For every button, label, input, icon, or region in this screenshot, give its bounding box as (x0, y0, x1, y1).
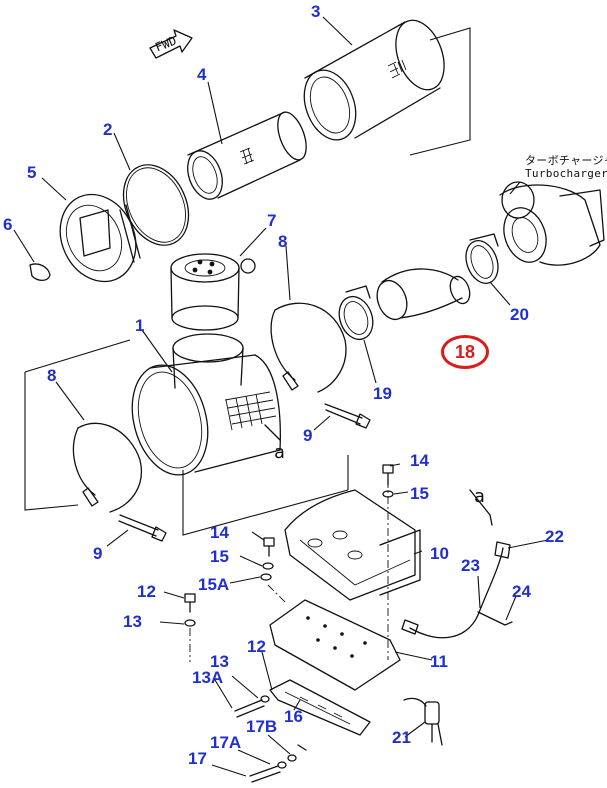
turbocharger-note: ターボチャージャ Turbocharger (525, 154, 607, 180)
highlighted-callout-18[interactable]: 18 (441, 335, 489, 369)
alignment-lines (24, 339, 389, 662)
callout-11: 11 (430, 652, 448, 671)
callout-17B: 17B (246, 717, 278, 736)
callout-14-lower: 14 (210, 523, 229, 542)
mounting-band-upper (270, 302, 347, 393)
precleaner (170, 253, 256, 331)
callout-5: 5 (27, 163, 37, 182)
sensor-21 (403, 697, 443, 746)
leader-lines (13, 16, 549, 777)
callout-23: 23 (461, 556, 480, 575)
dust-valve (29, 263, 51, 282)
callout-21: 21 (392, 728, 411, 747)
callout-13: 12 (137, 582, 156, 601)
turbocharger-note-en: Turbocharger (525, 166, 607, 180)
clamp-19 (338, 285, 374, 341)
callout-15-lower: 15 (210, 547, 229, 566)
mounting-plate-11 (269, 599, 401, 691)
callout-20: 20 (510, 305, 529, 324)
filter-cover (59, 193, 141, 283)
callout-2: 2 (103, 120, 113, 139)
callout-1: 1 (135, 316, 145, 335)
callout-6: 6 (3, 215, 13, 234)
callout-24: 24 (512, 582, 531, 601)
callout-4: 4 (197, 65, 207, 84)
outer-filter-element (303, 19, 471, 156)
callout-3: 3 (311, 2, 321, 21)
callout-9-upper: 9 (303, 426, 313, 445)
mounting-band-lower (72, 422, 142, 513)
reference-mark-a: a (274, 442, 285, 463)
bolt-lower (118, 514, 167, 542)
bolt-upper (324, 403, 371, 429)
callout-16: 16 (284, 707, 303, 726)
callout-22: 22 (545, 527, 564, 546)
callout-17A: 17A (210, 733, 242, 752)
hose-18 (376, 268, 471, 321)
callout-15-upper: 15 (410, 484, 429, 503)
wiring-harness (401, 489, 513, 639)
callout-15A: 15A (198, 575, 230, 594)
inner-filter-element (187, 111, 307, 200)
highlighted-callout-18-label: 18 (454, 342, 476, 362)
callout-12: 12 (247, 637, 266, 656)
clamp-20 (465, 233, 499, 284)
callout-13A-lower: 13 (210, 652, 229, 671)
turbocharger (499, 181, 605, 266)
callout-13A: 13 (123, 612, 142, 631)
callout-17: 17 (188, 749, 207, 768)
reference-mark-a-2: a (474, 486, 485, 507)
callout-8-lower: 8 (47, 366, 57, 385)
mounting-plate-16 (269, 679, 371, 736)
callout-8-upper: 8 (278, 232, 288, 251)
callout-19: 19 (373, 384, 392, 403)
air-cleaner-body (131, 333, 281, 476)
forward-arrow (149, 29, 193, 59)
callout-10: 10 (430, 544, 449, 563)
callout-7: 7 (267, 211, 277, 230)
callout-13-lower: 13A (192, 668, 224, 687)
callout-14-upper: 14 (410, 451, 429, 470)
bracket-10 (284, 489, 421, 601)
turbocharger-note-jp: ターボチャージャ (525, 154, 607, 167)
callout-9-lower: 9 (93, 544, 103, 563)
